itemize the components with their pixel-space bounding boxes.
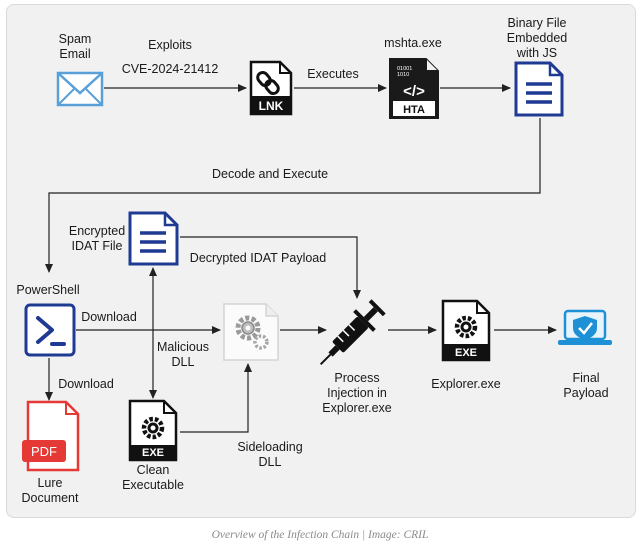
edge-idat-to-injection	[180, 236, 361, 299]
lnk-shortcut-file-icon: LNK	[249, 60, 293, 116]
malicious-dll-label-line-2: DLL	[171, 355, 195, 369]
infection-chain-diagram: LNK 01001 1010 </> HTA	[22, 58, 612, 472]
explorer-exe-label: Explorer.exe	[431, 377, 501, 391]
binary-file-label-line-2: Embedded	[506, 31, 568, 45]
edge-label-decode-execute: Decode and Execute	[211, 167, 329, 181]
spam-email-label-line-1: Spam	[58, 32, 92, 46]
edge-label-cve: CVE-2024-21412	[121, 62, 219, 76]
edge-label-exploits: Exploits	[148, 38, 192, 52]
hta-file-icon: 01001 1010 </> HTA	[389, 58, 439, 119]
powershell-icon	[24, 303, 76, 357]
edge-label-download-pdf: Download	[58, 377, 114, 391]
lnk-badge: LNK	[259, 99, 284, 113]
process-injection-label-line-1: Process	[334, 371, 380, 385]
syringe-icon	[319, 299, 386, 366]
pdf-badge: PDF	[31, 444, 57, 459]
malicious-dll-label-line-1: Malicious	[156, 340, 210, 354]
explorer-exe-file-icon: EXE	[441, 299, 491, 362]
clean-exe-badge: EXE	[142, 447, 164, 459]
binary-file-document-icon	[514, 61, 564, 117]
edge-clean-to-dll	[180, 363, 252, 433]
final-payload-label-line-2: Payload	[563, 386, 609, 400]
spam-email-label-line-2: Email	[59, 47, 91, 61]
final-payload-label-line-1: Final	[572, 371, 600, 385]
encrypted-idat-document-icon	[128, 211, 179, 266]
dll-gear-file-icon	[223, 303, 279, 361]
hta-badge: HTA	[403, 104, 425, 116]
clean-executable-label-line-1: Clean	[136, 463, 170, 477]
edge-label-sideloading-line-2: DLL	[258, 455, 282, 469]
edge-label-download-dll: Download	[81, 310, 137, 324]
svg-text:1010: 1010	[397, 72, 409, 78]
figure-caption: Overview of the Infection Chain | Image:…	[211, 529, 429, 541]
binary-file-label-line-3: with JS	[516, 46, 558, 60]
edge-label-sideloading-line-1: Sideloading	[237, 440, 303, 454]
explorer-exe-badge: EXE	[455, 347, 477, 359]
process-injection-label-line-3: Explorer.exe	[322, 401, 392, 415]
mshta-label: mshta.exe	[384, 36, 442, 50]
process-injection-label-line-2: Injection in	[327, 386, 387, 400]
pdf-file-icon: PDF	[22, 400, 80, 472]
clean-exe-file-icon: EXE	[128, 399, 178, 462]
edge-label-executes: Executes	[307, 67, 359, 81]
email-envelope-icon	[56, 71, 104, 107]
encrypted-idat-label-line-1: Encrypted	[68, 224, 126, 238]
powershell-label: PowerShell	[16, 283, 80, 297]
laptop-shield-icon	[558, 309, 612, 345]
svg-text:</>: </>	[403, 83, 425, 100]
clean-executable-label-line-2: Executable	[122, 478, 184, 492]
edge-binary-to-powershell	[45, 118, 541, 273]
edge-label-decrypted-payload: Decrypted IDAT Payload	[189, 251, 327, 265]
lure-document-label-line-2: Document	[21, 491, 79, 505]
svg-text:01001: 01001	[397, 66, 412, 72]
encrypted-idat-label-line-2: IDAT File	[71, 239, 123, 253]
lure-document-label-line-1: Lure	[37, 476, 63, 490]
binary-file-label-line-1: Binary File	[507, 16, 567, 30]
